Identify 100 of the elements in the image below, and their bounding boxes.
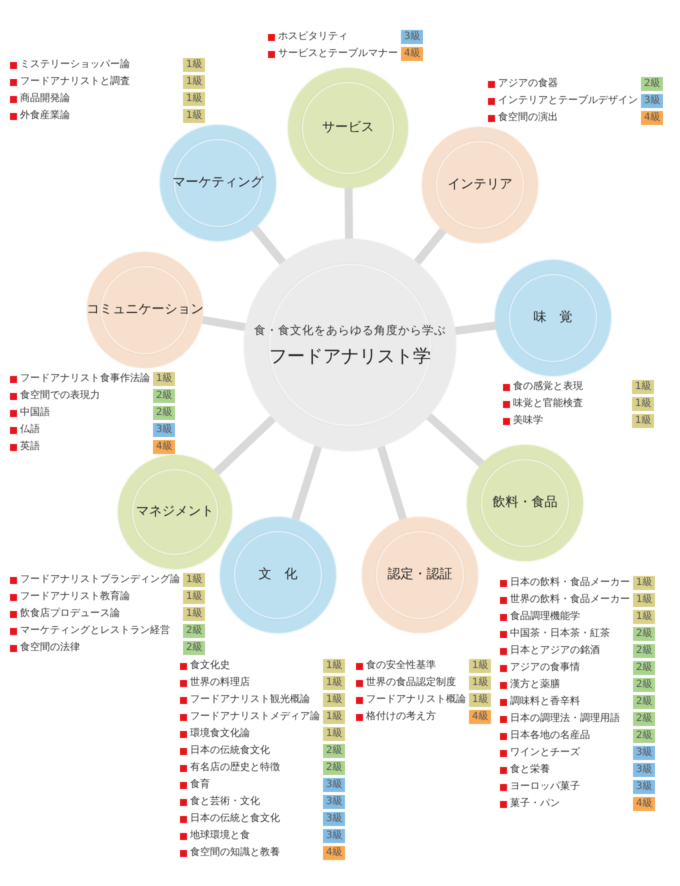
plate-label: マーケティング bbox=[172, 175, 264, 191]
course-name: 飲食店プロデュース論 bbox=[20, 607, 121, 621]
grade-tag: 2級 bbox=[633, 678, 656, 692]
course-name: 日本の伝統食文化 bbox=[190, 744, 271, 758]
grade-tag: 1級 bbox=[323, 710, 346, 724]
course-name: 食育 bbox=[190, 778, 211, 792]
grade-tag: 2級 bbox=[633, 627, 656, 641]
grade-tag: 2級 bbox=[633, 729, 656, 743]
course-name: 日本の伝統と食文化 bbox=[190, 812, 281, 826]
course-name: フードアナリスト観光概論 bbox=[190, 693, 311, 707]
spoke-line bbox=[414, 227, 446, 266]
grade-tag: 2級 bbox=[323, 761, 346, 775]
course-name: マーケティングとレストラン経営 bbox=[20, 624, 171, 638]
grade-tag: 4級 bbox=[401, 47, 424, 61]
plate-label: サービス bbox=[322, 120, 374, 136]
plate-label: マネジメント bbox=[136, 504, 214, 520]
course-name: 漢方と薬膳 bbox=[510, 678, 561, 692]
course-name: 食と芸術・文化 bbox=[190, 795, 261, 809]
grade-tag: 2級 bbox=[153, 406, 176, 420]
course-name: 美味学 bbox=[513, 414, 544, 428]
course-name: フードアナリストと調査 bbox=[20, 75, 131, 89]
grade-tag: 2級 bbox=[183, 641, 206, 655]
grade-tag: 1級 bbox=[469, 693, 492, 707]
course-name: 味覚と官能検査 bbox=[513, 397, 584, 411]
course-name: 食空間の法律 bbox=[20, 641, 81, 655]
course-name: フードアナリスト概論 bbox=[366, 693, 466, 707]
course-name: 中国茶・日本茶・紅茶 bbox=[510, 627, 611, 641]
spoke-line bbox=[291, 445, 322, 521]
course-name: 食空間での表現力 bbox=[20, 389, 101, 403]
course-name: 外食産業論 bbox=[20, 109, 71, 123]
grade-tag: 3級 bbox=[641, 94, 664, 108]
grade-tag: 3級 bbox=[323, 829, 346, 843]
grade-tag: 1級 bbox=[183, 92, 206, 106]
plate-label: 飲料・食品 bbox=[492, 495, 558, 511]
course-name: 世界の食品認定制度 bbox=[366, 676, 457, 690]
spoke-line bbox=[202, 316, 246, 332]
course-name: フードアナリスト食事作法論 bbox=[20, 372, 150, 386]
course-name: フードアナリストブランディング論 bbox=[20, 573, 180, 587]
course-name: 日本の調理法・調理用語 bbox=[510, 712, 621, 726]
course-name: 格付けの考え方 bbox=[366, 710, 437, 724]
grade-tag: 2級 bbox=[323, 744, 346, 758]
spoke-line bbox=[344, 188, 353, 240]
grade-tag: 3級 bbox=[323, 778, 346, 792]
grade-tag: 1級 bbox=[183, 58, 206, 72]
grade-tag: 4級 bbox=[469, 710, 492, 724]
grade-tag: 1級 bbox=[632, 397, 654, 411]
course-name: 食の安全性基準 bbox=[366, 659, 437, 673]
grade-tag: 3級 bbox=[633, 746, 656, 760]
grade-tag: 2級 bbox=[633, 661, 656, 675]
course-name: 英語 bbox=[20, 440, 41, 454]
course-name: 食文化史 bbox=[190, 659, 231, 673]
course-name: 菓子・パン bbox=[510, 797, 561, 811]
grade-tag: 1級 bbox=[323, 727, 346, 741]
grade-tag: 1級 bbox=[323, 693, 346, 707]
course-name: 仏語 bbox=[20, 423, 41, 437]
grade-tag: 3級 bbox=[401, 30, 424, 44]
course-name: 世界の料理店 bbox=[190, 676, 251, 690]
grade-tag: 2級 bbox=[641, 77, 664, 91]
course-name: 調味料と香辛料 bbox=[510, 695, 581, 709]
course-name: 食空間の演出 bbox=[498, 111, 559, 125]
course-name: フードアナリストメディア論 bbox=[190, 710, 320, 724]
course-name: 商品開発論 bbox=[20, 92, 71, 106]
grade-tag: 2級 bbox=[633, 695, 656, 709]
grade-tag: 2級 bbox=[183, 624, 206, 638]
grade-tag: 4級 bbox=[633, 797, 656, 811]
course-name: アジアの食事情 bbox=[510, 661, 581, 675]
grade-tag: 1級 bbox=[183, 75, 206, 89]
plate-label: 認定・認証 bbox=[388, 567, 452, 583]
plate-label: 味 覚 bbox=[534, 310, 572, 326]
grade-tag: 1級 bbox=[469, 676, 492, 690]
course-name: インテリアとテーブルデザイン bbox=[498, 94, 638, 108]
course-name: 食の感覚と表現 bbox=[513, 380, 584, 394]
course-name: 地球環境と食 bbox=[190, 829, 251, 843]
grade-tag: 1級 bbox=[183, 590, 206, 604]
grade-tag: 4級 bbox=[323, 846, 346, 860]
course-name: ヨーロッパ菓子 bbox=[510, 780, 581, 794]
plate-label: 文 化 bbox=[258, 567, 298, 583]
grade-tag: 3級 bbox=[633, 780, 656, 794]
course-name: フードアナリスト教育論 bbox=[20, 590, 131, 604]
course-name: 有名店の歴史と特徴 bbox=[190, 761, 281, 775]
grade-tag: 1級 bbox=[183, 109, 206, 123]
course-name: 日本とアジアの銘酒 bbox=[510, 644, 601, 658]
course-name: ミステリーショッパー論 bbox=[20, 58, 131, 72]
grade-tag: 1級 bbox=[633, 610, 656, 624]
course-name: 環境食文化論 bbox=[190, 727, 251, 741]
grade-tag: 1級 bbox=[323, 676, 346, 690]
course-name: 日本各地の名産品 bbox=[510, 729, 591, 743]
plate-label: インテリア bbox=[448, 177, 512, 193]
grade-tag: 1級 bbox=[469, 659, 492, 673]
grade-tag: 3級 bbox=[633, 763, 656, 777]
grade-tag: 1級 bbox=[632, 380, 654, 394]
grade-tag: 1級 bbox=[632, 414, 654, 428]
spoke-line bbox=[252, 225, 286, 266]
course-name: サービスとテーブルマナー bbox=[278, 47, 398, 61]
grade-tag: 1級 bbox=[323, 659, 346, 673]
grade-tag: 1級 bbox=[633, 593, 656, 607]
course-name: 食品調理機能学 bbox=[510, 610, 581, 624]
grade-tag: 3級 bbox=[153, 423, 176, 437]
grade-tag: 2級 bbox=[633, 712, 656, 726]
grade-tag: 1級 bbox=[153, 372, 176, 386]
